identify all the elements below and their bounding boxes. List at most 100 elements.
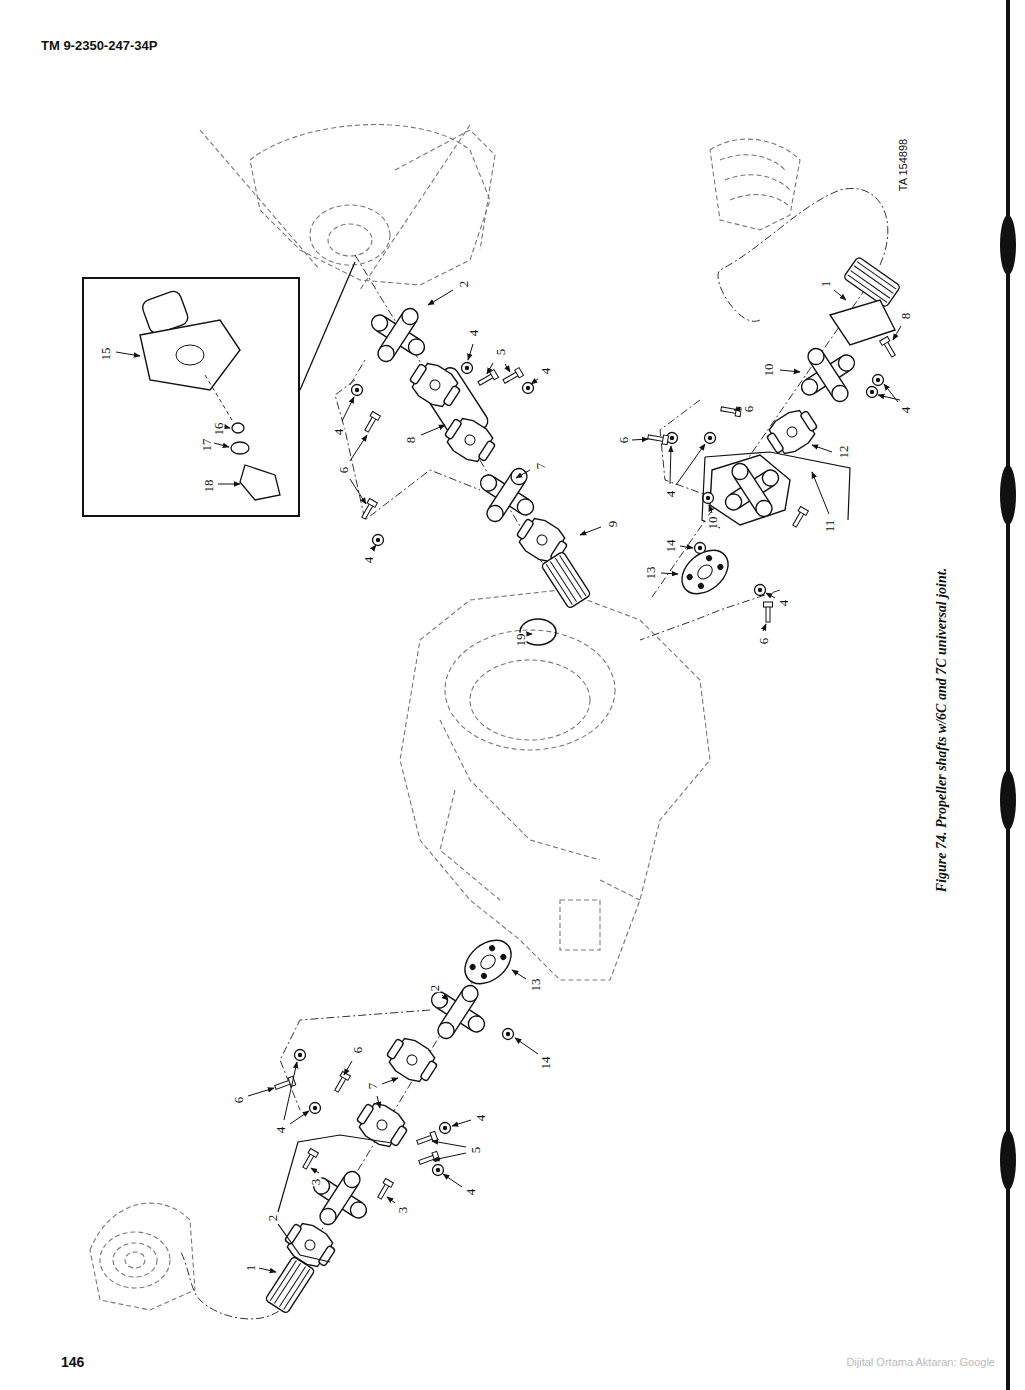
illustration-stroke xyxy=(416,1131,438,1146)
callout-number: 3 xyxy=(309,1178,322,1187)
callout-number: 8 xyxy=(404,436,417,445)
illustration-stroke xyxy=(812,472,829,514)
illustration-stroke xyxy=(387,1197,395,1203)
phantom-housing xyxy=(90,125,800,1310)
callout-number: 1 xyxy=(244,1264,257,1273)
illustration-stroke xyxy=(873,375,884,386)
illustration-stroke xyxy=(344,1061,352,1075)
callout-number: 8 xyxy=(899,312,912,321)
callout-number: 10 xyxy=(762,363,775,378)
inset-box: 15161718 xyxy=(82,277,300,517)
illustration-stroke xyxy=(834,290,846,300)
illustration-stroke xyxy=(400,590,710,980)
inset-detail xyxy=(116,262,355,500)
illustration-stroke xyxy=(311,1168,319,1173)
illustration-stroke xyxy=(812,445,832,452)
illustration-stroke xyxy=(516,470,530,478)
callout-number: 4 xyxy=(474,1114,487,1123)
illustration-stroke xyxy=(766,593,775,598)
illustration-stroke xyxy=(718,188,888,321)
illustration-stroke xyxy=(376,1178,394,1200)
illustration-stroke xyxy=(791,506,809,528)
callout-number: 14 xyxy=(664,539,677,554)
watermark: Dijital Ortama Aktaran: Google xyxy=(845,1357,996,1368)
illustration-stroke xyxy=(530,634,532,635)
callout-number: 2 xyxy=(428,984,441,993)
leader-line xyxy=(248,290,901,1272)
callout-number: 6 xyxy=(232,1096,245,1105)
illustration-stroke xyxy=(487,363,493,374)
callout-number: 17 xyxy=(200,438,213,453)
part xyxy=(265,931,520,1313)
illustration-stroke xyxy=(843,256,901,307)
illustration-stroke xyxy=(763,624,766,631)
illustration-stroke xyxy=(417,971,500,1054)
illustration-stroke xyxy=(1000,1130,1016,1190)
illustration-stroke xyxy=(515,1038,538,1054)
callout-number: 4 xyxy=(464,1188,477,1197)
illustration-stroke xyxy=(730,195,788,205)
illustration-stroke xyxy=(231,442,249,454)
illustration-stroke xyxy=(265,1256,315,1314)
illustration-stroke xyxy=(176,345,204,365)
illustration-stroke xyxy=(893,326,901,340)
illustration-stroke xyxy=(240,465,280,500)
illustration-stroke xyxy=(670,446,671,484)
illustration-stroke xyxy=(100,1232,170,1288)
illustration-stroke xyxy=(433,1153,466,1160)
illustration-stroke xyxy=(531,379,538,384)
illustration-stroke xyxy=(200,130,320,270)
illustration-stroke xyxy=(710,139,800,230)
callout-number: 7 xyxy=(366,1082,379,1091)
callout-number: 14 xyxy=(539,1056,552,1071)
illustration-stroke xyxy=(90,1203,195,1310)
illustration-stroke xyxy=(300,262,355,390)
illustration-stroke xyxy=(720,404,741,416)
callout-number: 6 xyxy=(742,405,755,414)
illustration-stroke xyxy=(363,411,381,433)
illustration-stroke xyxy=(780,370,800,372)
figure-caption: Figure 74. Propeller shafts w/6C and 7C … xyxy=(935,567,949,893)
art-number: TA 154898 xyxy=(898,138,909,192)
illustration-stroke xyxy=(350,435,367,461)
illustration-stroke xyxy=(218,484,240,485)
illustration-stroke xyxy=(421,425,445,435)
callout-number: 16 xyxy=(212,422,225,437)
illustration-stroke xyxy=(695,543,706,554)
illustration-stroke xyxy=(1000,465,1016,525)
callout-number: 4 xyxy=(899,406,912,415)
manual-number: TM 9-2350-247-34P xyxy=(40,39,158,52)
callout-number: 6 xyxy=(617,436,630,445)
illustration-stroke xyxy=(352,385,363,396)
illustration-stroke xyxy=(445,630,615,750)
illustration-stroke xyxy=(640,590,780,640)
part xyxy=(647,256,900,622)
illustration-stroke xyxy=(661,573,678,574)
illustration-stroke xyxy=(373,535,384,546)
illustration-stroke xyxy=(433,1165,444,1176)
illustration-stroke xyxy=(725,175,790,190)
illustration-stroke xyxy=(1000,770,1016,830)
illustration-stroke xyxy=(440,1123,451,1134)
callout-number: 13 xyxy=(644,566,657,581)
illustration-stroke xyxy=(180,1250,290,1319)
illustration-stroke xyxy=(703,493,714,504)
callout-number: 6 xyxy=(337,466,350,475)
illustration-stroke xyxy=(867,387,878,398)
illustration-stroke xyxy=(442,995,448,1000)
callout-number: 4 xyxy=(664,490,677,499)
illustration-stroke xyxy=(720,155,785,170)
illustration-stroke xyxy=(125,1252,145,1268)
illustration-stroke xyxy=(377,1096,380,1108)
callout-number: 1 xyxy=(819,280,832,289)
illustration-stroke xyxy=(468,344,473,360)
illustration-stroke xyxy=(290,1111,309,1124)
callout-number: 4 xyxy=(274,1126,287,1135)
illustration-stroke xyxy=(382,1032,442,1088)
illustration-stroke xyxy=(301,1148,319,1170)
illustration-stroke xyxy=(457,931,520,992)
illustration-stroke xyxy=(462,363,473,374)
illustration-stroke xyxy=(440,720,600,860)
callout-number: 9 xyxy=(606,520,619,529)
callout-number: 12 xyxy=(837,445,850,460)
